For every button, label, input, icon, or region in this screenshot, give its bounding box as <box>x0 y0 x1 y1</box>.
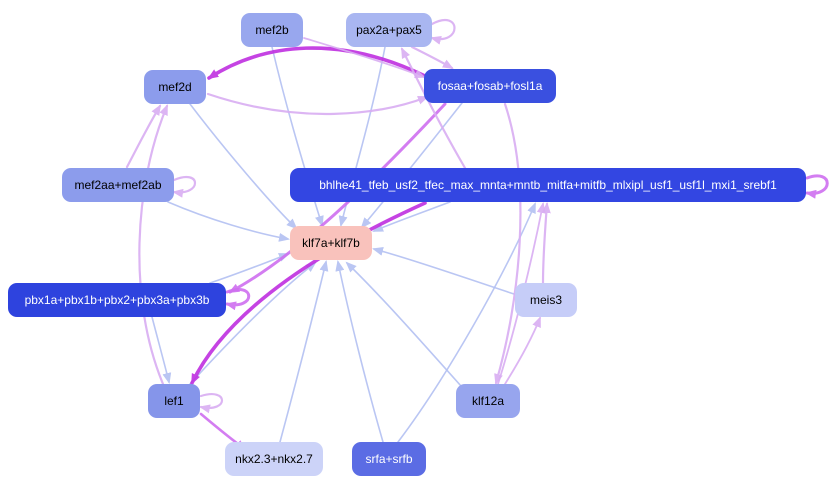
node-meis3[interactable]: meis3 <box>515 283 577 317</box>
edge-bhlhe41_group-klf7a_klf7b <box>372 201 451 232</box>
node-mef2d[interactable]: mef2d <box>144 70 206 104</box>
edge-bhlhe41_group-pax2a_pax5 <box>400 47 467 170</box>
node-pbx_group[interactable]: pbx1a+pbx1b+pbx2+pbx3a+pbx3b <box>8 283 226 317</box>
edge-fosaa_fosab_fosl1a-mef2d <box>207 46 427 80</box>
node-pax2a_pax5[interactable]: pax2a+pax5 <box>346 13 432 47</box>
edge-mef2d-klf7a_klf7b <box>189 103 298 230</box>
edge-pax2a_pax5-klf7a_klf7b <box>338 46 386 227</box>
edge-mef2aa_mef2ab-mef2aa_mef2ab <box>172 175 197 198</box>
edge-mef2b-klf7a_klf7b <box>271 46 324 227</box>
edge-meis3-klf7a_klf7b <box>372 246 515 295</box>
edge-pbx_group-lef1 <box>151 316 172 384</box>
edge-lef1-lef1 <box>199 393 224 414</box>
edge-lef1-mef2d <box>138 104 169 386</box>
edge-bhlhe41_group-lef1 <box>190 201 427 385</box>
edge-mef2d-fosaa_fosab_fosl1a <box>206 92 429 116</box>
edge-bhlhe41_group-bhlhe41_group <box>805 174 829 199</box>
node-klf7a_klf7b[interactable]: klf7a+klf7b <box>290 226 372 260</box>
edge-meis3-bhlhe41_group <box>541 202 551 285</box>
node-nkx2_3_nkx2_7[interactable]: nkx2.3+nkx2.7 <box>225 442 323 476</box>
edge-fosaa_fosab_fosl1a-pbx_group <box>228 102 447 294</box>
edge-fosaa_fosab_fosl1a-klf12a <box>494 102 522 385</box>
node-mef2b[interactable]: mef2b <box>241 13 303 47</box>
edge-pbx_group-klf7a_klf7b <box>209 253 290 284</box>
edge-mef2aa_mef2ab-klf7a_klf7b <box>167 201 290 242</box>
edge-mef2aa_mef2ab-mef2d <box>125 104 162 169</box>
edge-pax2a_pax5-pax2a_pax5 <box>430 18 456 45</box>
edge-lef1-klf7a_klf7b <box>189 261 317 385</box>
node-mef2aa_mef2ab[interactable]: mef2aa+mef2ab <box>62 168 174 202</box>
edge-pax2a_pax5-fosaa_fosab_fosl1a <box>410 45 454 70</box>
edge-klf12a-klf7a_klf7b <box>345 261 462 387</box>
edge-srfa_srfb-bhlhe41_group <box>397 202 536 443</box>
edge-klf12a-meis3 <box>504 316 541 385</box>
edge-srfa_srfb-klf7a_klf7b <box>335 260 384 443</box>
edge-mef2b-fosaa_fosab_fosl1a <box>303 37 426 78</box>
node-bhlhe41_group[interactable]: bhlhe41_tfeb_usf2_tfec_max_mnta+mntb_mit… <box>290 168 806 202</box>
node-klf12a[interactable]: klf12a <box>456 384 520 418</box>
edge-nkx2_3_nkx2_7-klf7a_klf7b <box>279 260 329 443</box>
node-lef1[interactable]: lef1 <box>148 384 200 418</box>
node-fosaa_fosab_fosl1a[interactable]: fosaa+fosab+fosl1a <box>424 69 556 103</box>
node-srfa_srfb[interactable]: srfa+srfb <box>352 442 426 476</box>
